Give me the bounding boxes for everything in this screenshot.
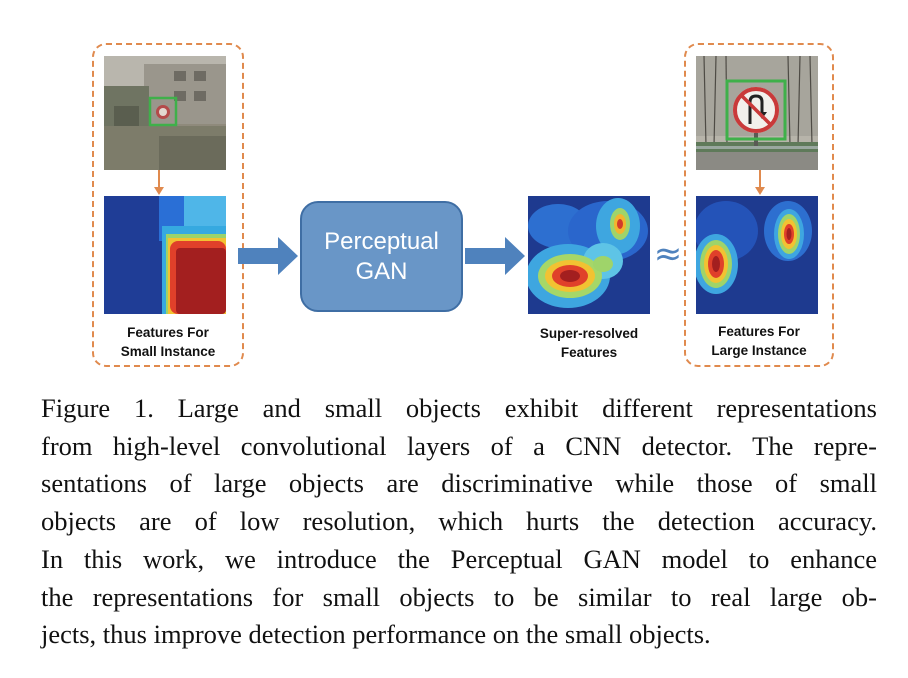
super-resolved-label: Super-resolved Features (509, 324, 669, 362)
small-instance-panel (92, 43, 244, 367)
gan-label-line2: GAN (355, 257, 408, 285)
caption-line: sentations of large objects are discrimi… (41, 468, 877, 499)
super-resolved-label-line1: Super-resolved (539, 326, 639, 341)
approx-symbol: ≈ (653, 234, 683, 274)
super-resolved-label-line2: Features (560, 345, 618, 360)
small-instance-heatmap (104, 196, 226, 314)
caption-line: objects are of low resolution, which hur… (41, 506, 877, 537)
large-instance-label: Features For Large Instance (686, 322, 832, 360)
figure-caption: Figure 1. Large and small objects exhibi… (41, 390, 877, 654)
large-object-photo (696, 56, 818, 170)
caption-line: In this work, we introduce the Perceptua… (41, 543, 877, 574)
perceptual-gan-box: Perceptual GAN (300, 201, 463, 312)
caption-line: from high-level convolutional layers of … (41, 430, 877, 461)
large-instance-label-line2: Large Instance (711, 343, 807, 358)
arrow-from-gan (465, 237, 525, 275)
small-instance-label-line2: Small Instance (120, 344, 216, 359)
small-object-photo (104, 56, 226, 170)
caption-line: Figure 1. Large and small objects exhibi… (41, 393, 877, 423)
small-instance-label: Features For Small Instance (96, 323, 240, 361)
gan-label-line1: Perceptual (324, 227, 439, 255)
down-arrow-left (154, 170, 164, 195)
caption-line: jects, thus improve detection performanc… (41, 619, 711, 650)
caption-line: the representations for small objects to… (41, 581, 877, 612)
arrow-to-gan (238, 237, 298, 275)
large-instance-heatmap (696, 196, 818, 314)
down-arrow-right (755, 170, 765, 195)
large-instance-label-line1: Features For (718, 324, 800, 339)
small-instance-label-line1: Features For (127, 325, 209, 340)
super-resolved-heatmap (528, 196, 650, 314)
large-instance-panel (684, 43, 834, 367)
